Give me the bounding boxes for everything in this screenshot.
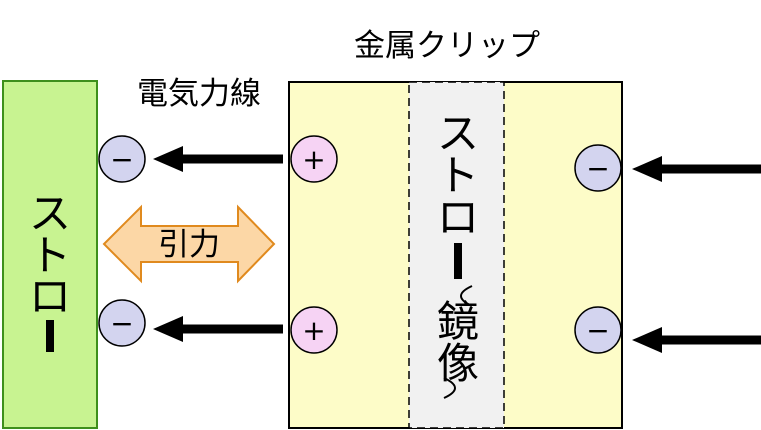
mirror-close-paren [443,377,456,399]
negative-charge-top-right: − [574,144,622,192]
attraction-label: 引力 [158,227,220,263]
straw-label: ス ト ロ [29,189,71,352]
straw-char-1: ス [29,189,71,238]
mirror-char-1: ス [437,109,479,158]
positive-charge-bottom: + [290,306,338,354]
svg-text:−: − [110,143,133,176]
mirror-char-4 [454,243,462,279]
negative-charge-bottom-right: − [574,306,622,354]
straw-char-4 [46,320,54,352]
svg-text:−: − [586,152,609,185]
mirror-char-7: 像 [437,339,479,388]
negative-charge-top-left: − [98,135,146,183]
field-arrow-bottom-right [632,327,761,353]
mirror-char-3: ロ [437,193,479,242]
svg-text:−: − [110,307,133,340]
negative-charge-bottom-left: − [98,299,146,347]
field-arrow-top-left [153,146,283,172]
straw-rect [2,80,98,429]
svg-text:+: + [302,143,325,176]
attraction-arrow: 引力 [102,204,276,284]
positive-charge-top: + [290,135,338,183]
svg-text:−: − [586,314,609,347]
mirror-char-2: ト [437,151,479,200]
mirror-straw-label: ス ト ロ 鏡 像 [437,109,479,399]
field-arrow-bottom-left [153,316,283,342]
straw-char-3: ロ [29,272,71,321]
straw-char-2: ト [29,231,71,280]
metal-clip-label: 金属クリップ [354,28,540,64]
mirror-char-6: 鏡 [437,297,479,346]
field-arrow-top-right [632,156,761,182]
mirror-open-paren [460,285,473,307]
field-lines-label: 電気力線 [137,76,261,112]
svg-text:+: + [302,314,325,347]
